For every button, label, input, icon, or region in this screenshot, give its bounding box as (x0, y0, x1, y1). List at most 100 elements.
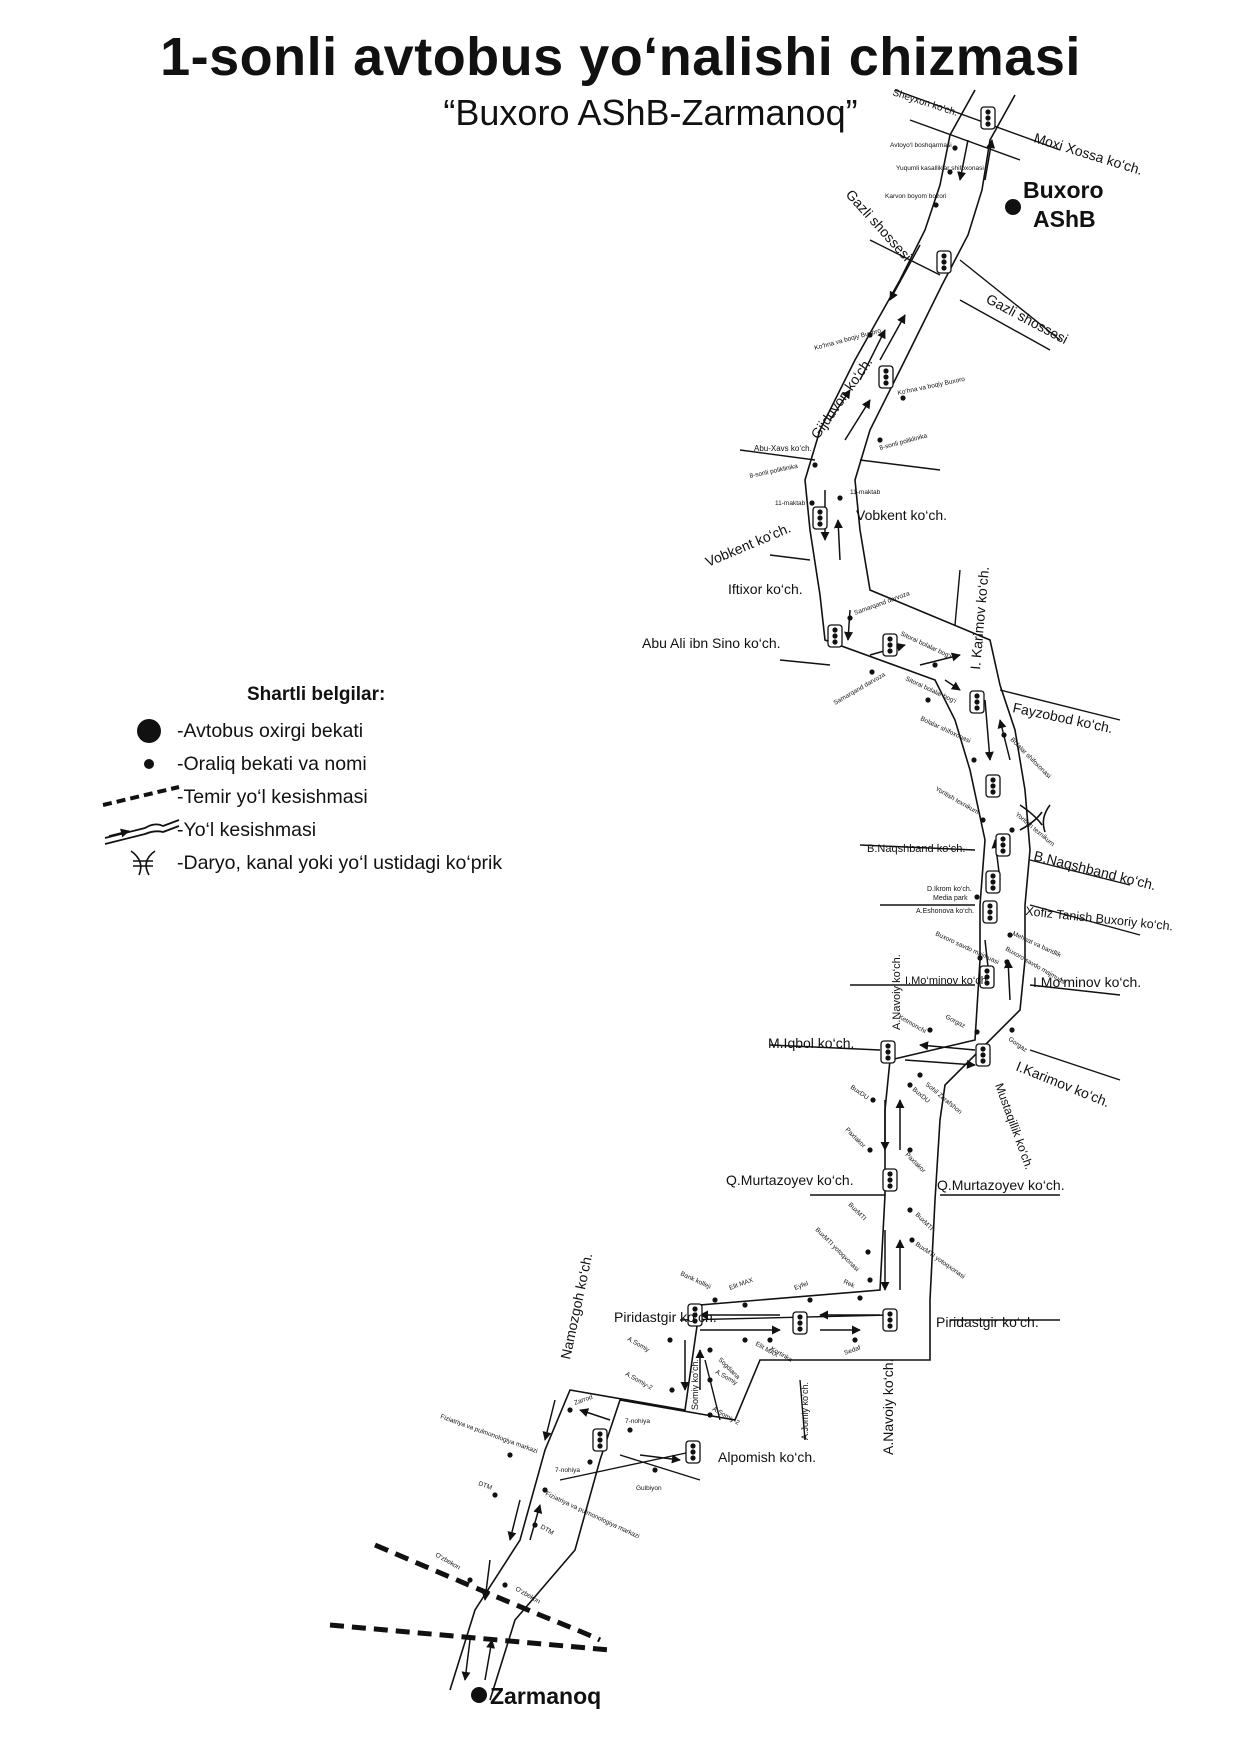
svg-text:A.Somiy: A.Somiy (626, 1336, 651, 1355)
intermediate-stop-icon (867, 1147, 873, 1153)
legend-label: -Yo‘l kesishmasi (177, 819, 317, 841)
svg-text:O‘zbekon: O‘zbekon (514, 1586, 542, 1606)
legend-label: -Daryo, kanal yoki yo‘l ustidagi ko‘prik (177, 852, 503, 874)
street-label: Fayzobod ko‘ch. (1011, 699, 1114, 736)
intermediate-stop-icon (867, 1277, 873, 1283)
intermediate-stop-icon (974, 1029, 980, 1035)
stop: DTM (477, 1480, 498, 1498)
map-subtitle: “Buxoro AShB-Zarmanoq” (443, 92, 858, 133)
bridge-icon (130, 850, 156, 876)
intermediate-stop-icon (144, 759, 154, 769)
intermediate-stop-icon (587, 1459, 593, 1465)
stop: Gulbiyon (636, 1467, 662, 1492)
stop: Ko‘hna va boqiy Buxoro (897, 376, 966, 401)
traffic-light-icon (995, 833, 1011, 857)
svg-text:Bank kolleji: Bank kolleji (679, 1270, 712, 1290)
legend-title: Shartli belgilar: (247, 684, 386, 705)
street-label: A.Navoiy ko‘ch. (891, 954, 903, 1030)
intermediate-stop-icon (907, 1207, 913, 1213)
legend-item-terminal: -Avtobus oxirgi bekati (135, 717, 595, 745)
legend-label: -Temir yo‘l kesishmasi (177, 786, 368, 808)
street-label: M.Iqbol ko‘ch. (768, 1035, 854, 1051)
stop: Fiziatriya va pulmonologiya markazi (542, 1487, 640, 1540)
street-label: Vobkent ko‘ch. (856, 507, 947, 523)
terminal-stop-icon (1005, 199, 1021, 215)
street-label: A.Navoiy ko‘ch. (880, 1359, 896, 1455)
svg-text:BuxMTI yotoqxonasi: BuxMTI yotoqxonasi (814, 1226, 861, 1273)
intermediate-stop-icon (925, 697, 931, 703)
svg-text:8-sonli poliklinika: 8-sonli poliklinika (749, 463, 799, 480)
intermediate-stop-icon (1007, 932, 1013, 938)
intermediate-stop-icon (507, 1452, 513, 1458)
svg-text:BuxDU: BuxDU (849, 1084, 870, 1102)
intermediate-stop-icon (467, 1577, 473, 1583)
street-label: I.Karimov ko‘ch. (1014, 1058, 1112, 1110)
intermediate-stop-icon (932, 662, 938, 668)
svg-text:Rek: Rek (842, 1278, 856, 1290)
intermediate-stop-icon (907, 1147, 913, 1153)
cross-streets (559, 89, 1141, 1481)
terminal-buxoro-label: Buxoro (1023, 177, 1104, 203)
svg-text:Gorgaz: Gorgaz (1007, 1036, 1028, 1054)
svg-text:11-maktab: 11-maktab (850, 489, 881, 496)
terminal-ashb-label: AShB (1033, 206, 1096, 232)
stop: 11-maktab (837, 489, 881, 501)
stop: Paxtakor (844, 1126, 873, 1153)
street-label: Q.Murtazoyev ko‘ch. (937, 1177, 1065, 1193)
traffic-light-icon (592, 1428, 608, 1452)
street-label: Piridastgir ko‘ch. (936, 1314, 1039, 1330)
intermediate-stop-icon (909, 1237, 915, 1243)
intermediate-stop-icon (492, 1492, 498, 1498)
traffic-light-icon (969, 690, 985, 714)
street-label: A.Jomiy ko‘ch. (800, 1382, 810, 1440)
intermediate-stop-icon (742, 1302, 748, 1308)
intermediate-stop-icon (542, 1487, 548, 1493)
intermediate-stop-icon (707, 1347, 713, 1353)
traffic-lights (592, 106, 1011, 1464)
svg-text:BuxMTI yotoqxonasi: BuxMTI yotoqxonasi (914, 1241, 966, 1281)
stop: 11-maktab (775, 500, 815, 507)
svg-text:Bolalar shifoxonasi: Bolalar shifoxonasi (1009, 736, 1053, 780)
railway-crossing-icon (102, 785, 180, 807)
intermediate-stop-icon (669, 1387, 675, 1393)
stop: Gorgaz (1007, 1027, 1028, 1054)
street-labels: Sheyxon ko‘ch. Moxi Xossa ko‘ch. Gazli s… (557, 87, 1174, 1465)
intermediate-stop-icon (667, 1337, 673, 1343)
intermediate-stop-icon (707, 1377, 713, 1383)
svg-text:O‘zbekon: O‘zbekon (434, 1552, 462, 1572)
svg-text:Media park: Media park (933, 895, 968, 902)
stop: Karvon boyom bozori (885, 193, 946, 208)
street-label: A.Eshonova ko‘ch. (916, 908, 974, 915)
street-label: Namozgoh ko‘ch. (557, 1251, 595, 1360)
road-crossing-icon (104, 819, 180, 845)
terminal-stop-icon (471, 1687, 487, 1703)
intermediate-stop-icon (767, 1337, 773, 1343)
stop: 8-sonli poliklinika (877, 432, 928, 452)
intermediate-stop-icon (867, 332, 873, 338)
intermediate-stop-icon (847, 615, 853, 621)
svg-text:8-sonli poliklinika: 8-sonli poliklinika (879, 432, 929, 452)
svg-text:Gorgaz: Gorgaz (944, 1014, 966, 1030)
street-label: Alpomish ko‘ch. (718, 1449, 816, 1465)
svg-text:Elit MAX: Elit MAX (728, 1277, 754, 1292)
stop: BuxMTI (907, 1207, 935, 1232)
legend-item-intermediate: -Oraliq bekati va nomi (135, 750, 595, 778)
svg-text:BuxMTI: BuxMTI (847, 1201, 868, 1222)
svg-text:Karvon boyom bozori: Karvon boyom bozori (885, 193, 946, 200)
stop: 7-nohiya (555, 1459, 593, 1474)
intermediate-stop-icon (807, 1297, 813, 1303)
stop: Media park (933, 894, 980, 902)
svg-text:Avtoyo‘l boshqarmasi: Avtoyo‘l boshqarmasi (890, 142, 952, 149)
intermediate-stop-icon (712, 1297, 718, 1303)
legend-item-bridge: -Daryo, kanal yoki yo‘l ustidagi ko‘prik (130, 849, 595, 877)
street-label: Piridastgir ko‘ch. (614, 1309, 717, 1325)
intermediate-stop-icon (980, 817, 986, 823)
stop: BuxMTI (847, 1201, 871, 1255)
traffic-light-icon (882, 633, 898, 657)
stop: Sitorai bolalar bog‘i (899, 630, 952, 668)
intermediate-stop-icon (877, 437, 883, 443)
intermediate-stop-icon (502, 1582, 508, 1588)
street-label: B.Naqshband ko‘ch. (1032, 847, 1157, 893)
street-label: Moxi Xossa ko‘ch. (1032, 130, 1145, 178)
